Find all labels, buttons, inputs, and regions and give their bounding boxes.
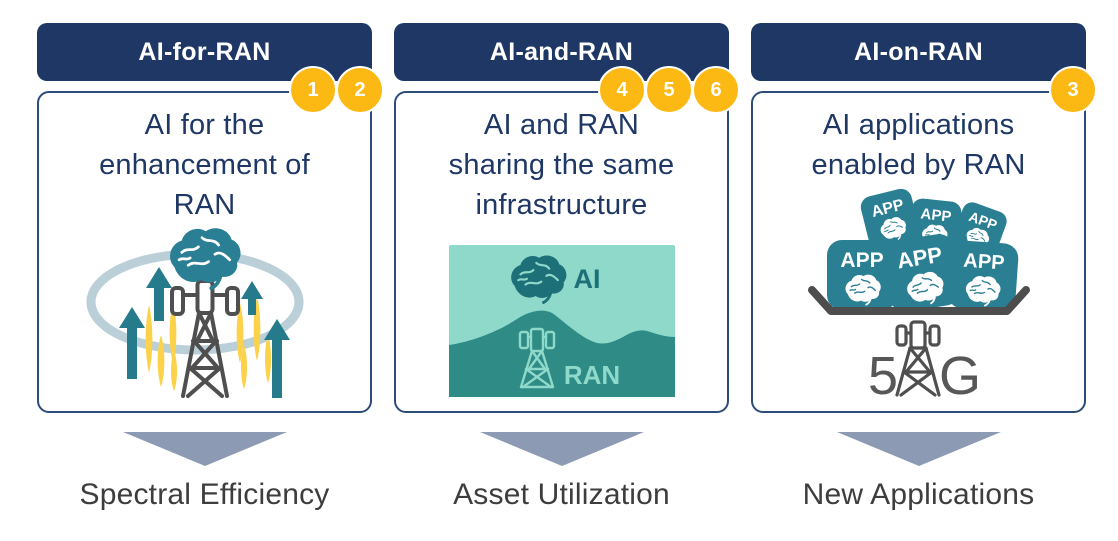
five-g-label-5: 5	[867, 346, 897, 406]
brain-icon	[167, 226, 242, 291]
ai-and-ran-illustration: AI RAN	[448, 245, 675, 397]
outcome-label: New Applications	[802, 478, 1035, 511]
pillar-ai-on-ran: AI-on-RAN 3 AI applications enabled by R…	[751, 23, 1097, 512]
description-line: AI and RAN	[483, 109, 640, 141]
pillar-description: AI and RAN sharing the same infrastructu…	[396, 93, 727, 225]
ai-on-ran-illustration: APP APP APP	[807, 188, 1030, 406]
description-line: AI for the	[144, 109, 265, 141]
pillar-card-ai-on-ran: AI applications enabled by RAN APP APP	[751, 91, 1086, 413]
five-g-label-g: G	[938, 346, 980, 406]
description-line: enabled by RAN	[811, 149, 1026, 181]
app-tray-icon	[807, 286, 1030, 315]
outcome-arrow-icon	[122, 432, 287, 466]
pillar-header-ai-on-ran: AI-on-RAN	[751, 23, 1086, 81]
app-tile-icon: APP	[947, 240, 1018, 312]
pillar-header-ai-and-ran: AI-and-RAN	[394, 23, 729, 81]
step-badge-4: 4	[598, 66, 646, 114]
description-line: AI applications	[822, 109, 1015, 141]
ai-region-label: AI	[573, 264, 600, 294]
cell-tower-icon	[169, 279, 240, 398]
step-badge-5: 5	[645, 66, 693, 114]
pillar-description: AI for the enhancement of RAN	[39, 93, 370, 225]
step-badge-3: 3	[1049, 66, 1097, 114]
pillar-ai-for-ran: AI-for-RAN 1 2 AI for the enhancement of…	[37, 23, 384, 512]
svg-text:APP: APP	[962, 250, 1005, 275]
cell-tower-icon	[518, 327, 555, 389]
step-badge-1: 1	[289, 66, 337, 114]
ran-region-label: RAN	[563, 360, 619, 390]
ran-region-wave	[448, 310, 675, 397]
up-arrow-icons	[118, 267, 290, 398]
pillar-card-ai-and-ran: AI and RAN sharing the same infrastructu…	[394, 91, 729, 413]
description-line: RAN	[173, 189, 236, 221]
app-tile-icon: APP	[860, 188, 919, 248]
pillar-header-ai-for-ran: AI-for-RAN	[37, 23, 372, 81]
description-line: infrastructure	[475, 189, 648, 221]
svg-text:APP: APP	[919, 205, 951, 225]
pillar-ai-and-ran: AI-and-RAN 4 5 6 AI and RAN sharing the …	[394, 23, 740, 512]
pillar-columns: AI-for-RAN 1 2 AI for the enhancement of…	[37, 23, 1097, 512]
cell-tower-icon	[894, 320, 941, 397]
outcome-label: Asset Utilization	[453, 478, 670, 511]
ai-for-ran-illustration	[86, 226, 303, 398]
description-line: sharing the same	[448, 149, 675, 181]
outcome-label: Spectral Efficiency	[79, 478, 330, 511]
outcome-arrow-icon	[836, 432, 1001, 466]
step-badge-2: 2	[336, 66, 384, 114]
app-tile-icon: APP	[882, 234, 961, 312]
description-line: enhancement of	[99, 149, 310, 181]
step-badge-6: 6	[692, 66, 740, 114]
pillar-card-ai-for-ran: AI for the enhancement of RAN	[37, 91, 372, 413]
outcome-arrow-icon	[479, 432, 644, 466]
app-tile-icon: APP	[826, 240, 897, 310]
pillar-description: AI applications enabled by RAN	[753, 93, 1084, 185]
signal-burst-icons	[145, 297, 271, 391]
svg-text:APP: APP	[840, 249, 883, 272]
